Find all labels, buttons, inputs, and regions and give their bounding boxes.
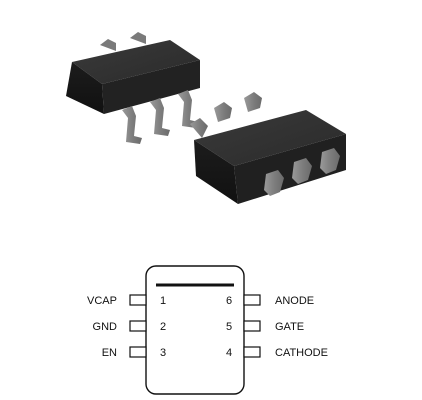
pin-pad-2: [129, 320, 147, 332]
pin-number-right: 6: [226, 295, 232, 307]
pinout-diagram: VCAP GND EN 1 2 3 6 5 4 ANODE GATE CATHO…: [87, 265, 328, 395]
back-chip-lead: [150, 98, 170, 136]
pin-pad-6: [243, 294, 261, 306]
pin-name-right: GATE: [275, 321, 304, 333]
pin-number-left: 3: [160, 347, 166, 359]
pin-number-right: 5: [226, 321, 232, 333]
pin-pad-5: [243, 320, 261, 332]
pin-name-left: VCAP: [87, 295, 117, 307]
pin-name-left: EN: [102, 347, 117, 359]
front-chip: [190, 92, 346, 204]
pin-pad-1: [129, 294, 147, 306]
pin-name-right: CATHODE: [275, 347, 328, 359]
pin-number-left: 1: [160, 295, 166, 307]
pin-name-left: GND: [93, 321, 118, 333]
pin-pad-4: [243, 346, 261, 358]
pin-number-right: 4: [226, 347, 232, 359]
front-chip-lead: [320, 148, 340, 174]
front-chip-lead: [292, 158, 312, 184]
pin-number-left: 2: [160, 321, 166, 333]
pin-pad-3: [129, 346, 147, 358]
front-chip-lead: [264, 170, 284, 196]
back-chip-lead: [178, 90, 198, 128]
back-chip: [66, 32, 200, 144]
sot23-6-package-illustration: [66, 32, 346, 204]
pin-name-right: ANODE: [275, 295, 314, 307]
back-chip-lead: [122, 106, 142, 144]
